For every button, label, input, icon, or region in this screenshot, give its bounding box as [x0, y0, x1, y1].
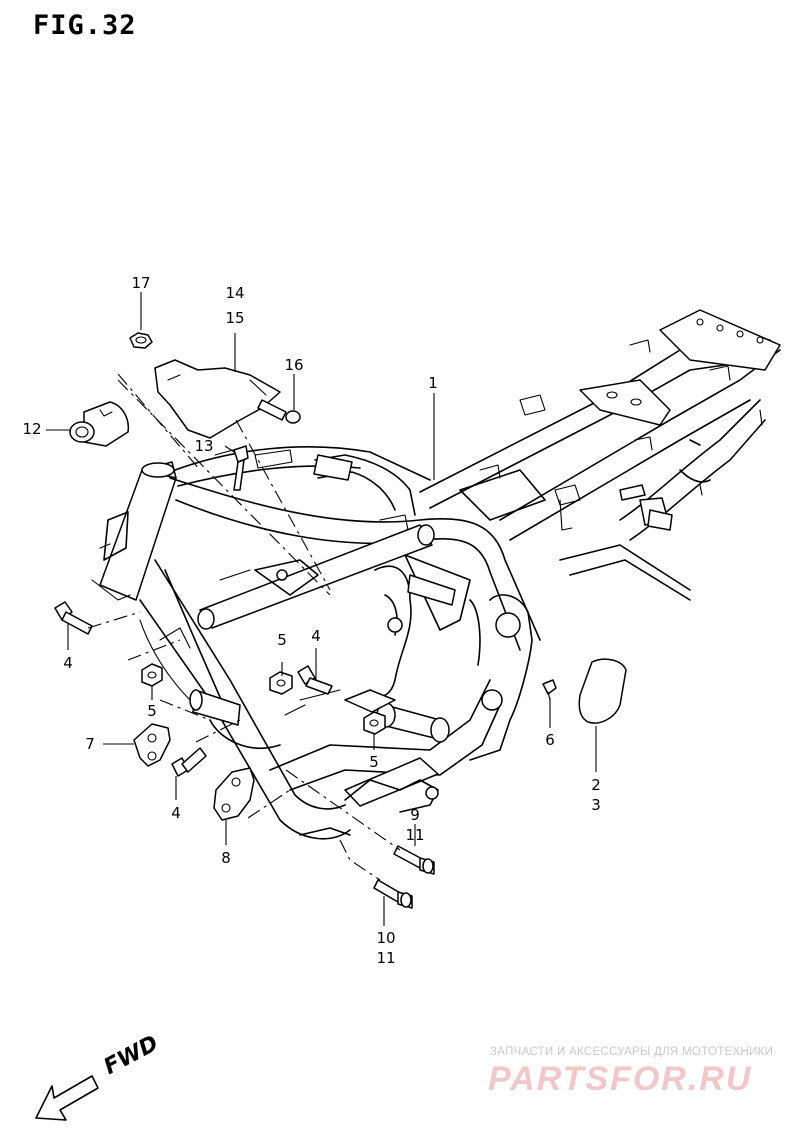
part-4-bolt-c [171, 747, 207, 777]
watermark-logo: PARTSFOR.RU [488, 1060, 753, 1098]
figure-title: FIG.32 [33, 10, 137, 41]
callout-16: 16 [284, 356, 303, 374]
callout-14: 14 [225, 284, 244, 302]
part-9-bolt [393, 845, 435, 875]
callout-17: 17 [131, 274, 150, 292]
assembly-lines [87, 373, 401, 881]
callout-11-upper: 11 [405, 826, 424, 844]
callout-12: 12 [22, 420, 41, 438]
part-17-nut [129, 332, 153, 349]
callout-labels: 1 2 3 4 4 4 5 5 5 6 7 8 9 10 11 11 12 13… [22, 274, 600, 967]
callout-3: 3 [591, 796, 601, 814]
part-16-bolt [257, 399, 301, 424]
part-7-bracket [133, 723, 171, 767]
part-6-clip [542, 679, 557, 701]
watermark-tagline: ЗАПЧАСТИ И АКСЕССУАРЫ ДЛЯ МОТОТЕХНИКИ [490, 1046, 774, 1058]
part-10-bolt [373, 879, 413, 909]
callout-6: 6 [545, 731, 555, 749]
part-13-bolt [233, 445, 249, 491]
frame-body [91, 309, 781, 840]
callout-5-center: 5 [277, 631, 287, 649]
callout-5-right: 5 [369, 753, 379, 771]
callout-2: 2 [591, 776, 601, 794]
callout-4-left: 4 [63, 654, 73, 672]
leader-lines [46, 292, 597, 926]
part-8-bracket [213, 767, 255, 821]
callout-11-lower: 11 [376, 949, 395, 967]
callout-1: 1 [428, 374, 438, 392]
part-4-bolt-a [54, 601, 93, 635]
callout-4-lower: 4 [171, 804, 181, 822]
callout-4-center: 4 [311, 627, 321, 645]
part-5-nut-b [269, 671, 293, 695]
callout-5-left: 5 [147, 702, 157, 720]
callout-9: 9 [410, 806, 420, 824]
callout-10: 10 [376, 929, 395, 947]
part-14-cover [154, 359, 281, 439]
callout-8: 8 [221, 849, 231, 867]
callout-15: 15 [225, 309, 244, 327]
part-12-damper [69, 401, 130, 447]
callout-7: 7 [85, 735, 95, 753]
part-4-bolt-b [297, 665, 333, 695]
part-5-nut-c [363, 711, 386, 735]
callout-13: 13 [194, 437, 213, 455]
part-5-nut-a [141, 663, 163, 687]
part-2-emblem [578, 658, 627, 724]
forward-arrow-icon [35, 1075, 99, 1121]
